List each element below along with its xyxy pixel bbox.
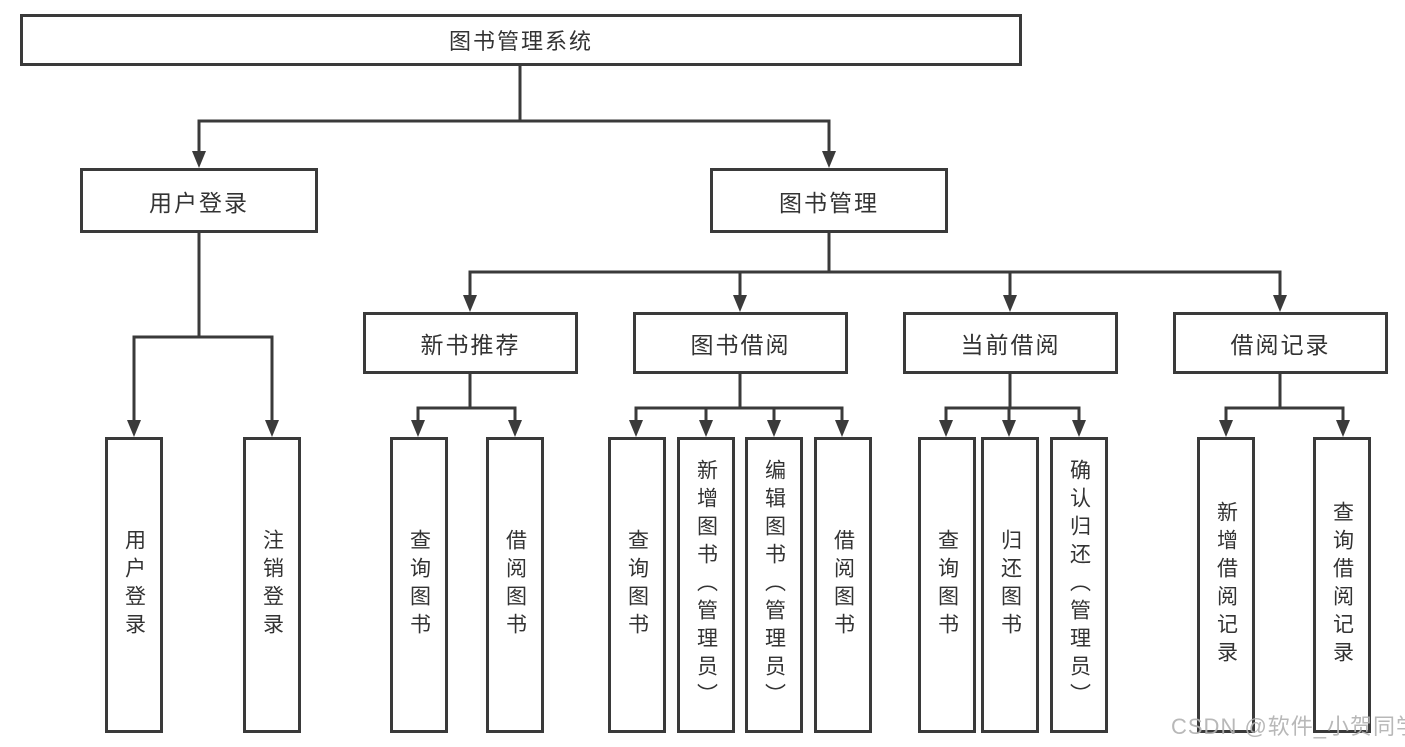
leaf-query-borrow-record-label: 查询借阅记录 xyxy=(1330,501,1354,669)
leaf-borrow-query-books: 查询图书 xyxy=(608,437,666,733)
leaf-user-login-label: 用户登录 xyxy=(122,529,146,641)
leaf-borrow-borrow-books: 借阅图书 xyxy=(814,437,872,733)
leaf-add-books-admin: 新增图书（管理员） xyxy=(677,437,735,733)
arrowheads xyxy=(127,151,1350,437)
leaf-return-books-label: 归还图书 xyxy=(998,529,1022,641)
leaf-current-query-books-label: 查询图书 xyxy=(935,529,959,641)
leaf-user-login: 用户登录 xyxy=(105,437,163,733)
leaf-return-books: 归还图书 xyxy=(981,437,1039,733)
node-borrow-records: 借阅记录 xyxy=(1173,312,1388,374)
leaf-logout: 注销登录 xyxy=(243,437,301,733)
node-new-book-recommend-label: 新书推荐 xyxy=(420,332,521,358)
leaf-edit-books-admin: 编辑图书（管理员） xyxy=(745,437,803,733)
leaf-recommend-query-books-label: 查询图书 xyxy=(407,529,431,641)
node-current-borrow-label: 当前借阅 xyxy=(960,332,1061,358)
leaf-recommend-borrow-books: 借阅图书 xyxy=(486,437,544,733)
csdn-watermark: CSDN @软件_小贺同学 xyxy=(1171,714,1405,739)
node-user-login: 用户登录 xyxy=(80,168,318,233)
leaf-current-query-books: 查询图书 xyxy=(918,437,976,733)
leaf-confirm-return-admin: 确认归还（管理员） xyxy=(1050,437,1108,733)
node-user-login-label: 用户登录 xyxy=(149,189,249,216)
leaf-add-borrow-record: 新增借阅记录 xyxy=(1197,437,1255,733)
node-new-book-recommend: 新书推荐 xyxy=(363,312,578,374)
leaf-query-borrow-record: 查询借阅记录 xyxy=(1313,437,1371,733)
leaf-logout-label: 注销登录 xyxy=(260,529,284,641)
node-book-borrow: 图书借阅 xyxy=(633,312,848,374)
leaf-recommend-query-books: 查询图书 xyxy=(390,437,448,733)
node-book-borrow-label: 图书借阅 xyxy=(690,332,791,358)
leaf-confirm-return-admin-label: 确认归还（管理员） xyxy=(1067,459,1091,711)
node-borrow-records-label: 借阅记录 xyxy=(1230,332,1331,358)
tree-edges xyxy=(132,64,1345,424)
leaf-borrow-query-books-label: 查询图书 xyxy=(625,529,649,641)
node-library-system: 图书管理系统 xyxy=(20,14,1022,66)
leaf-add-books-admin-label: 新增图书（管理员） xyxy=(694,459,718,711)
leaf-borrow-borrow-books-label: 借阅图书 xyxy=(831,529,855,641)
node-current-borrow: 当前借阅 xyxy=(903,312,1118,374)
leaf-add-borrow-record-label: 新增借阅记录 xyxy=(1214,501,1238,669)
leaf-edit-books-admin-label: 编辑图书（管理员） xyxy=(762,459,786,711)
node-book-management: 图书管理 xyxy=(710,168,948,233)
leaf-recommend-borrow-books-label: 借阅图书 xyxy=(503,529,527,641)
node-book-management-label: 图书管理 xyxy=(779,189,879,216)
node-library-system-label: 图书管理系统 xyxy=(448,29,593,54)
